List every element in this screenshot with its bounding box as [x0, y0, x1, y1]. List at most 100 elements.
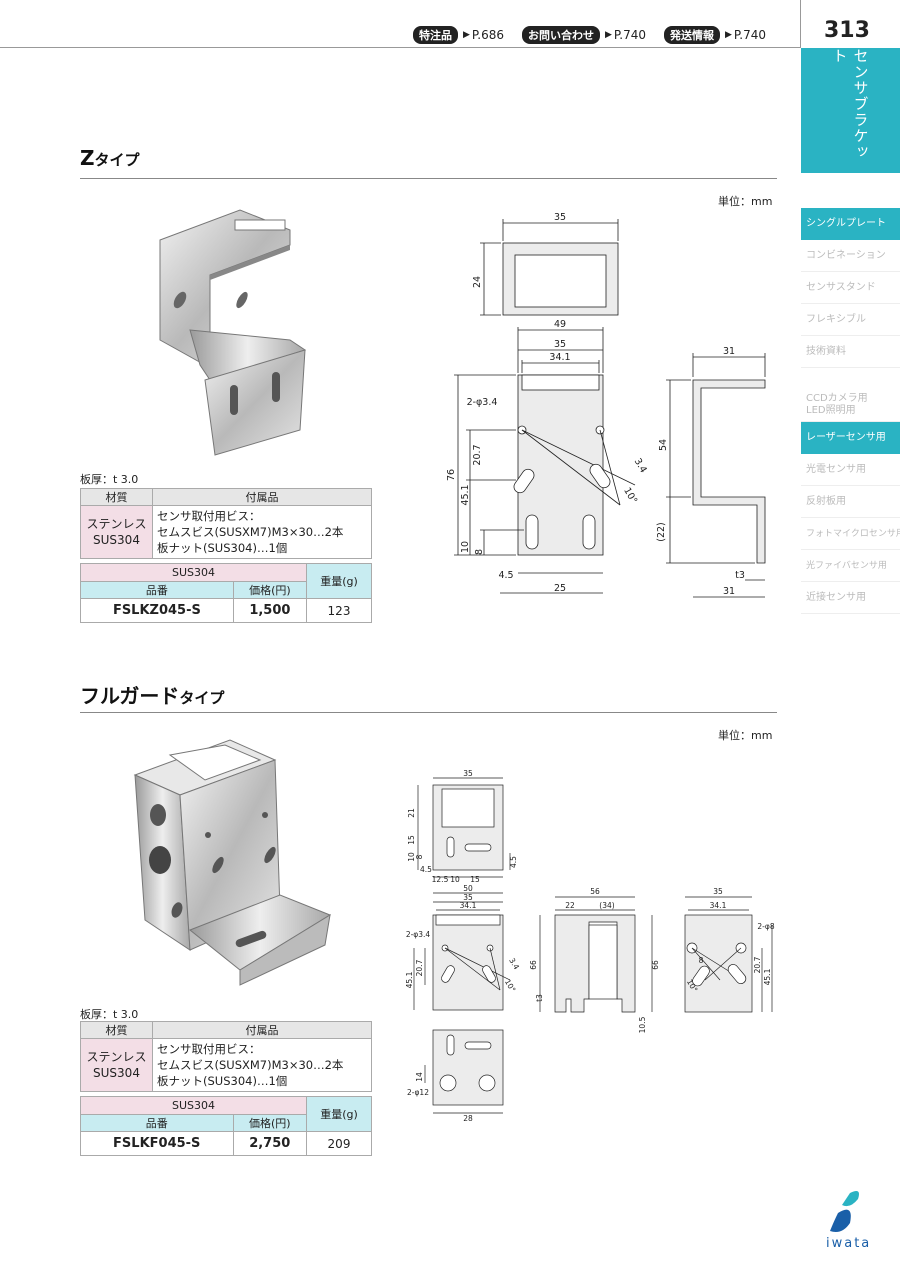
triangle-right-icon: ▶ — [605, 30, 612, 40]
section-divider — [80, 712, 777, 713]
product-weight: 123 — [306, 598, 372, 623]
sidebar-item-technical[interactable]: 技術資料 — [801, 336, 900, 368]
col-price: 価格(円) — [232, 1114, 307, 1132]
sidebar-nav: シングルプレート コンビネーション センサスタンド フレキシブル 技術資料 — [801, 208, 900, 368]
product-code[interactable]: FSLKF045-S — [80, 1131, 234, 1156]
dim-h10: 10 — [460, 541, 471, 553]
sidebar-item-reflector[interactable]: 反射板用 — [801, 486, 900, 518]
dim-w25: 25 — [554, 583, 566, 594]
sidebar-item-single-plate[interactable]: シングルプレート — [801, 208, 900, 240]
dim-h76: 76 — [446, 469, 457, 481]
dim-b28: 28 — [463, 1114, 473, 1123]
accessory-line: 板ナット(SUS304)…1個 — [157, 1074, 288, 1088]
ref-special-order[interactable]: 特注品 ▶ P.686 — [413, 26, 504, 44]
dim-width-35: 35 — [554, 339, 566, 350]
material-code: SUS304 — [93, 533, 140, 547]
dim-top-w: 35 — [463, 769, 473, 778]
product-code[interactable]: FSLKZ045-S — [80, 598, 234, 623]
dim-h21: 21 — [407, 808, 416, 818]
dim-h8: 8 — [474, 549, 485, 555]
logo-text: iwata — [826, 1236, 872, 1251]
dim-b14: 14 — [415, 1072, 424, 1082]
dim-side-66: 66 — [529, 960, 538, 970]
title-suffix: タイプ — [94, 151, 140, 169]
accessory-line: セムスビス(SUSXM7)M3×30…2本 — [157, 525, 344, 539]
col-weight: 重量(g) — [306, 563, 372, 599]
accessory-line: 板ナット(SUS304)…1個 — [157, 541, 288, 555]
iwata-logo-icon — [830, 1191, 859, 1232]
dim-hole: 2-φ3.4 — [406, 930, 431, 939]
material-code: SUS304 — [93, 1066, 140, 1080]
fullguard-bracket-photo — [133, 739, 332, 986]
dim-side-b31: 31 — [723, 586, 735, 597]
dim-w45: 4.5 — [420, 865, 432, 874]
dim-side-56: 56 — [590, 887, 600, 896]
dim-w125: 12.5 — [432, 875, 449, 884]
dim-width-49: 49 — [554, 319, 566, 330]
badge-special-order: 特注品 — [413, 26, 458, 44]
product-price: 1,500 — [232, 598, 308, 623]
dim-side-t3: t3 — [535, 994, 544, 1002]
title-main: フルガード — [80, 684, 180, 708]
accessory-line: センサ取付用ビス： — [157, 1042, 261, 1056]
sidebar-item-label: CCDカメラ用 — [806, 393, 868, 404]
dim-slot: 3.4 — [507, 956, 521, 971]
z-bracket-photo — [159, 209, 307, 456]
dim-h451: 45.1 — [460, 484, 471, 505]
dim-side-105: 10.5 — [638, 1016, 647, 1033]
sidebar-item-laser[interactable]: レーザーセンサ用 — [801, 422, 900, 454]
thickness-label: 板厚：t 3.0 — [80, 473, 139, 486]
dim-width-341: 34.1 — [549, 352, 570, 363]
sidebar-item-label: LED照明用 — [806, 405, 856, 416]
sidebar-item-photomicro[interactable]: フォトマイクロセンサ用 — [801, 518, 900, 550]
dim-angle: 10° — [503, 978, 518, 994]
accessory-cell: センサ取付用ビス： セムスビス(SUSXM7)M3×30…2本 板ナット(SUS… — [152, 1038, 372, 1092]
col-price: 価格(円) — [232, 581, 308, 599]
spec-table: 材質 付属品 ステンレス SUS304 センサ取付用ビス： セムスビス(SUSX… — [80, 1021, 372, 1092]
sidebar-item-ccd[interactable]: CCDカメラ用 LED照明用 — [801, 388, 900, 422]
ref-inquiry[interactable]: お問い合わせ ▶ P.740 — [522, 26, 646, 44]
dim-slot: 3.4 — [632, 456, 649, 475]
ref-shipping[interactable]: 発送情報 ▶ P.740 — [664, 26, 766, 44]
material-name: ステンレス — [86, 517, 147, 531]
col-material: 材質 — [80, 1021, 153, 1039]
material-cell: ステンレス SUS304 — [80, 505, 153, 559]
sidebar-item-combination[interactable]: コンビネーション — [801, 240, 900, 272]
dim-h207: 20.7 — [472, 444, 483, 465]
dim-right-35: 35 — [713, 887, 723, 896]
thickness-label: 板厚：t 3.0 — [80, 1008, 139, 1021]
col-code: 品番 — [80, 1114, 234, 1132]
sidebar-item-sensor-stand[interactable]: センサスタンド — [801, 272, 900, 304]
ref-page: P.740 — [613, 28, 647, 42]
sidebar-item-fiber[interactable]: 光ファイバセンサ用 — [801, 550, 900, 582]
dim-w35: 35 — [463, 893, 473, 902]
sidebar-item-proximity[interactable]: 近接センサ用 — [801, 582, 900, 614]
price-material: SUS304 — [80, 1096, 307, 1115]
dim-right-phi8: 2-φ8 — [757, 922, 774, 931]
product-price: 2,750 — [232, 1131, 307, 1156]
material-cell: ステンレス SUS304 — [80, 1038, 153, 1092]
col-code: 品番 — [80, 581, 234, 599]
triangle-right-icon: ▶ — [463, 30, 470, 40]
dim-h8: 8 — [415, 854, 424, 859]
dim-w45: 4.5 — [498, 570, 513, 581]
header-vertical-divider — [800, 0, 801, 48]
dim-w341: 34.1 — [460, 901, 477, 910]
badge-shipping: 発送情報 — [664, 26, 720, 44]
col-material: 材質 — [80, 488, 153, 506]
dim-right-207: 20.7 — [753, 956, 762, 973]
dim-side-w31: 31 — [723, 346, 735, 357]
title-main: Z — [80, 146, 95, 170]
sidebar-item-photoelectric[interactable]: 光電センサ用 — [801, 454, 900, 486]
dim-h451: 45.1 — [405, 971, 414, 988]
header-divider — [0, 47, 800, 48]
col-accessory: 付属品 — [152, 1021, 372, 1039]
sidebar-category[interactable]: センサブラケット — [801, 48, 900, 173]
unit-label: 単位：mm — [718, 195, 773, 208]
section-title-z: Zタイプ — [80, 146, 140, 170]
z-technical-drawing: 35 24 49 35 34.1 2-φ3.4 20.7 45.1 76 10 … — [446, 212, 766, 598]
dim-top-width: 35 — [554, 212, 566, 223]
sidebar-item-flexible[interactable]: フレキシブル — [801, 304, 900, 336]
dim-b-phi12: 2-φ12 — [407, 1088, 429, 1097]
ref-page: P.740 — [733, 28, 767, 42]
